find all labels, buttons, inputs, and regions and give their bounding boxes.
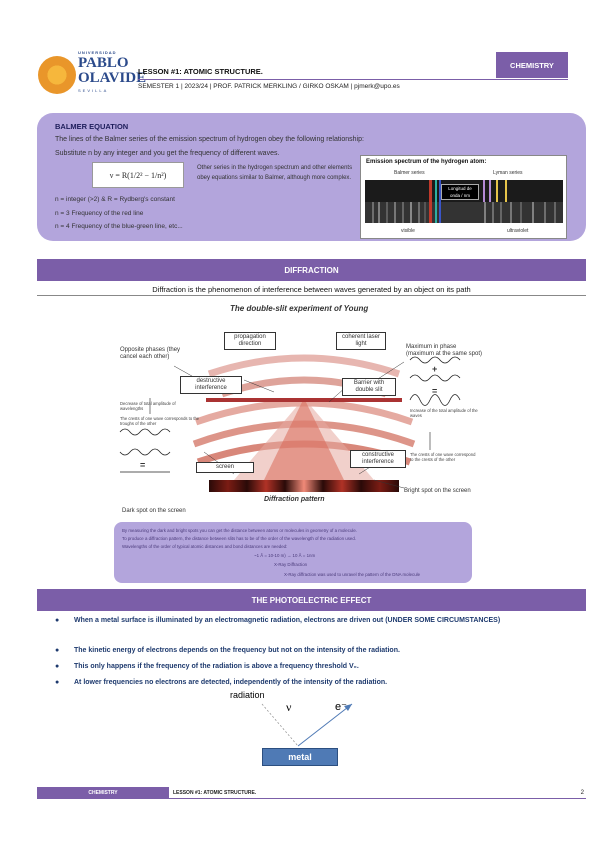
photoelectric-point-3: This only happens if the frequency of th… [74,663,359,670]
balmer-formula: ν = R(1/2² − 1/n²) [92,162,184,188]
wavelength-box-line1: Longitud de [448,186,472,191]
screen-label: screen [196,462,254,473]
note-line-6: X-Ray diffraction was used to unravel th… [284,572,421,577]
header-divider [138,79,568,80]
subject-tag: CHEMISTRY [496,52,568,78]
n3-line: n = 3 Frequency of the red line [55,210,144,217]
university-logo: UNIVERSIDAD PABLO OLAVIDE SEVILLA [38,50,146,96]
lesson-title: LESSON #1: ATOMIC STRUCTURE. [138,67,263,76]
wavelength-box-line2: onda / nm [449,193,470,198]
sun-emblem-icon [38,56,76,94]
wavelength-box: Longitud de onda / nm [441,184,479,200]
note-line-5: X-Ray Diffraction [274,562,308,567]
equals-sign-left: = [140,460,146,470]
opposite-phases-label: Opposite phases (they cancel each other) [120,347,181,360]
increase-amplitude-label: Increase of the total amplitude of the w… [410,408,478,418]
coherent-laser-label: coherent laser light [336,332,386,350]
logo-text-pablo: PABLO [78,55,129,71]
semester-info: SEMESTER 1 | 2023/24 | PROF. PATRICK MER… [138,83,400,90]
lyman-series-label: Lyman series [493,170,523,176]
radiation-label: radiation [230,690,265,700]
footer-divider [169,798,586,799]
n4-line: n = 4 Frequency of the blue-green line, … [55,223,183,230]
definition-underline [37,295,586,296]
crests-troughs-label: The crests of one wave corresponds to th… [120,416,200,426]
n-definition: n = integer (>2) & R = Rydberg's constan… [55,196,175,203]
constructive-interference-label: constructive interference [350,450,406,468]
photoelectric-section-header: THE PHOTOELECTRIC EFFECT [37,589,586,611]
dark-spot-label: Dark spot on the screen [122,508,186,514]
young-figure-title: The double-slit experiment of Young [230,304,369,313]
young-double-slit-figure: The double-slit experiment of Young Oppo… [114,302,486,522]
note-line-1: By measuring the dark and bright spots y… [122,528,358,533]
photoelectric-diagram: radiation ν e⁻ metal [230,690,360,770]
electron-symbol: e⁻ [335,701,347,713]
logo-text-sevilla: SEVILLA [78,88,109,93]
bright-spot-label: Bright spot on the screen [404,488,471,494]
diffraction-section-header: DIFFRACTION [37,259,586,281]
balmer-substitute: Substitute n by any integer and you get … [55,150,280,157]
plus-sign: + [432,364,438,374]
photoelectric-arrows [261,703,353,747]
logo-text-olavide: OLAVIDE [78,70,147,86]
young-figure-graphic [119,354,461,492]
page-footer: CHEMISTRY LESSON #1: ATOMIC STRUCTURE. 2 [37,787,586,799]
ultraviolet-label: ultraviolet [507,228,529,234]
destructive-interference-label: destructive interference [180,376,242,394]
balmer-equation-box: BALMER EQUATION The lines of the Balmer … [37,113,586,241]
footer-lesson: LESSON #1: ATOMIC STRUCTURE. [173,790,257,796]
barrier-label: Barrier with double slit [342,378,396,396]
bullet-icon: ● [55,617,60,624]
photoelectric-point-2: The kinetic energy of electrons depends … [74,647,400,654]
decrease-amplitude-label: Decrease of total amplitude of wavelengt… [120,401,176,411]
propagation-direction-label: propagation direction [224,332,276,350]
diffraction-note-box: By measuring the dark and bright spots y… [114,522,472,583]
bullet-icon: ● [55,663,60,670]
footer-subject-tag: CHEMISTRY [37,787,169,799]
diffraction-pattern-label: Diffraction pattern [264,496,325,503]
spectrum-title: Emission spectrum of the hydrogen atom: [366,159,487,165]
metal-plate: metal [262,748,338,766]
note-line-2: To produce a diffraction pattern, the di… [122,536,356,541]
visible-label: visible [401,228,415,234]
bullet-icon: ● [55,679,60,686]
bullet-icon: ● [55,647,60,654]
other-series-note: Other series in the hydrogen spectrum an… [197,165,353,181]
balmer-series-label: Balmer series [394,170,425,176]
diffraction-definition: Diffraction is the phenomenon of interfe… [152,285,471,294]
spectrum-lines-svg [365,180,563,223]
spectrum-lines: Longitud de onda / nm [365,180,563,223]
maximum-in-phase-label: Maximum in phase (maximum at the same sp… [406,344,483,357]
hydrogen-spectrum-figure: Emission spectrum of the hydrogen atom: … [360,155,567,239]
photoelectric-point-1: When a metal surface is illuminated by a… [74,617,501,624]
page-header: UNIVERSIDAD PABLO OLAVIDE SEVILLA LESSON… [0,0,600,100]
equals-sign-right: = [432,386,438,396]
note-line-4: ~1 Å = 10-10 m) → 10 Å = 1nm [254,553,316,558]
balmer-intro: The lines of the Balmer series of the em… [55,136,364,143]
balmer-title: BALMER EQUATION [55,122,129,131]
crests-crests-label: The crests of one wave correspond to the… [410,452,476,462]
logo-text-universidad: UNIVERSIDAD [78,50,117,55]
frequency-symbol: ν [286,700,292,714]
photoelectric-point-4: At lower frequencies no electrons are de… [74,679,388,686]
note-line-3: Wavelengths of the order of typical atom… [122,544,288,549]
page-number: 2 [580,790,584,796]
